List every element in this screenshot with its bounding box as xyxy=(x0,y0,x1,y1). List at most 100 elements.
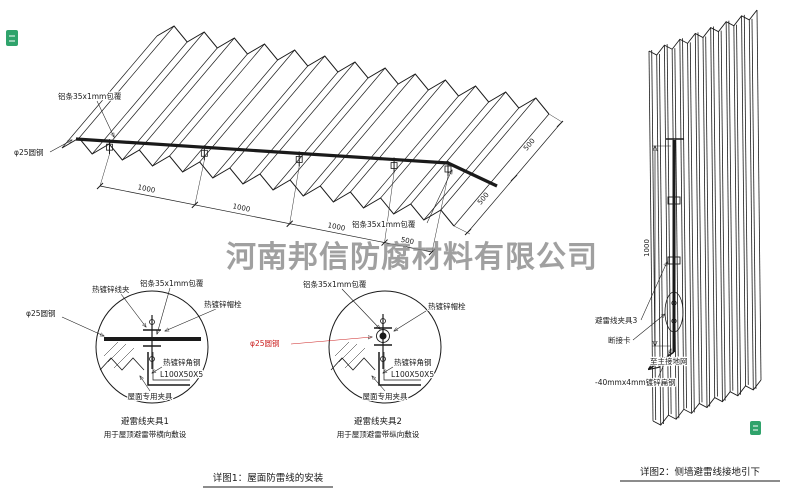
detail1-hatch xyxy=(103,341,119,357)
wall-dim-1000: 1000 xyxy=(643,239,651,257)
detail1-title: 避雷线夹具1 xyxy=(121,416,169,427)
detail2-hatch xyxy=(344,347,366,369)
roof-back-profile xyxy=(156,25,550,115)
detail1-roof-sheet xyxy=(99,357,145,371)
conductor-support-clamp xyxy=(444,165,452,173)
roof-ridge-line xyxy=(199,49,295,163)
wall-corrugation-line xyxy=(748,19,754,390)
roof-ridge-line xyxy=(393,101,489,215)
wall-corrugation-line xyxy=(720,30,726,401)
disconnect-bolt-bottom xyxy=(671,318,677,324)
label-d1-wire-clamp: 热镀锌线夹 xyxy=(92,284,130,294)
stamp-icon xyxy=(750,421,761,435)
wall-corrugation-line xyxy=(736,24,741,395)
dimension-tick xyxy=(510,174,518,182)
wall-corrugation-line xyxy=(705,36,711,407)
leader-lines xyxy=(49,100,671,392)
disconnect-bolt-top xyxy=(671,300,677,306)
detail2-nut-bottom xyxy=(380,356,386,362)
label-d2-bolt: 热镀锌帽栓 xyxy=(428,301,466,311)
detail2-circle xyxy=(328,290,442,404)
detail1-angle-steel xyxy=(147,352,190,386)
detail1-circle xyxy=(95,290,209,404)
wall-corrugation-line xyxy=(674,48,680,419)
leader-wall-flat-steel xyxy=(656,349,671,381)
roof-ridge-line xyxy=(302,83,399,197)
stamp-right xyxy=(750,421,761,435)
detail2-hatch xyxy=(338,343,358,363)
leader-d1-bolt xyxy=(165,308,217,331)
roof-ridge-line xyxy=(289,67,386,181)
wall-clamp-upper xyxy=(667,196,681,205)
conductor-support-clamp xyxy=(200,149,208,157)
extension-line xyxy=(431,175,449,253)
leader-d2-round-steel xyxy=(290,337,372,345)
wall-corrugation-line xyxy=(713,26,718,397)
conductor-support-clamp xyxy=(390,162,398,169)
wall-corrugation-line xyxy=(682,38,687,409)
detail2-roof-sheet xyxy=(330,357,376,371)
leader-d1-angle xyxy=(152,366,163,373)
label-alum-strip-top: 铝条35x1mm包覆 xyxy=(58,91,122,101)
roof-ridge-line xyxy=(272,77,369,191)
caption-detail2: 详图2：侧墙避雷线接地引下 xyxy=(640,466,760,478)
detail2-angle-steel-inner xyxy=(383,352,421,381)
label-d2-alum-strip: 铝条35x1mm包覆 xyxy=(303,279,367,289)
detail1-subtitle: 用于屋顶避雷带横向敷设 xyxy=(104,429,187,439)
label-d1-bolt: 热镀锌帽栓 xyxy=(204,299,242,309)
leader-d2-angle xyxy=(383,366,394,373)
wall-corrugation-line xyxy=(659,54,664,425)
roof-ridge-line xyxy=(212,65,309,179)
label-wall-flat-steel: -40mmx4mm镀锌扁钢 xyxy=(595,377,676,387)
wall-corrugation-line xyxy=(756,9,762,381)
wall-down-conductor-group xyxy=(649,138,684,369)
detail1-hatch xyxy=(113,347,135,369)
leader-alum-right xyxy=(426,170,452,224)
detail1-nut-top xyxy=(149,319,155,325)
label-wall-clamp3: 避雷线夹具3 xyxy=(595,315,637,325)
caption-detail1: 详图1：屋面防雷线的安装 xyxy=(213,472,324,484)
dimension-tick xyxy=(556,120,564,128)
detail2-clamp-section xyxy=(328,290,442,404)
label-round-steel: φ25圆钢 xyxy=(14,147,44,157)
label-d2-round-steel: φ25圆钢 xyxy=(250,338,280,348)
dim-1000-a: 1000 xyxy=(137,183,156,194)
detail2-subtitle: 用于屋顶避雷带纵向敷设 xyxy=(337,429,420,439)
wall-corrugation-line xyxy=(689,42,695,413)
roof-ridge-line xyxy=(333,89,429,203)
detail2-title: 避雷线夹具2 xyxy=(354,416,402,427)
dim-500-right-b: 500 xyxy=(522,137,537,152)
label-alum-strip-right: 铝条35x1mm包覆 xyxy=(352,219,416,229)
label-d2-angle-spec: L100X50X5 xyxy=(391,370,434,379)
leader-wall-clamp3 xyxy=(640,262,667,321)
roof-ridge-line xyxy=(139,37,235,151)
lightning-conductor-line xyxy=(75,137,498,188)
leader-d1-roof-clamp xyxy=(140,376,151,392)
label-wall-to-ground: 至主接地网 xyxy=(650,356,688,366)
stamp-icon xyxy=(6,30,18,46)
roof-ridge-line xyxy=(152,53,248,167)
roof-ridge-line xyxy=(320,73,416,187)
leader-d1-wire-clamp xyxy=(120,293,146,327)
label-d1-angle-spec: L100X50X5 xyxy=(160,370,203,379)
roof-ridge-line xyxy=(108,31,205,145)
roof-ridge-line xyxy=(453,113,550,227)
leader-d1-round-steel xyxy=(61,316,104,336)
disconnect-card-callout xyxy=(664,291,684,333)
roof-ridge-line xyxy=(61,35,158,149)
dim-1000-c: 1000 xyxy=(327,221,346,232)
label-wall-disconnect: 断接卡 xyxy=(608,335,631,345)
roof-ridge-line xyxy=(78,25,175,139)
company-watermark: 河南邦信防腐材料有限公司 xyxy=(226,240,598,275)
wall-corrugation-line xyxy=(728,20,734,391)
conductor-support-clamp xyxy=(106,143,113,151)
roof-ridge-line xyxy=(380,85,476,199)
extension-line xyxy=(453,225,471,235)
roof-ridge-line xyxy=(410,91,506,205)
wall-corrugation-line xyxy=(725,21,731,392)
roof-ridge-line xyxy=(91,41,188,155)
wall-bottom-profile xyxy=(652,379,762,426)
roof-ridge-line xyxy=(363,95,459,209)
roof-ridge-line xyxy=(242,71,339,185)
